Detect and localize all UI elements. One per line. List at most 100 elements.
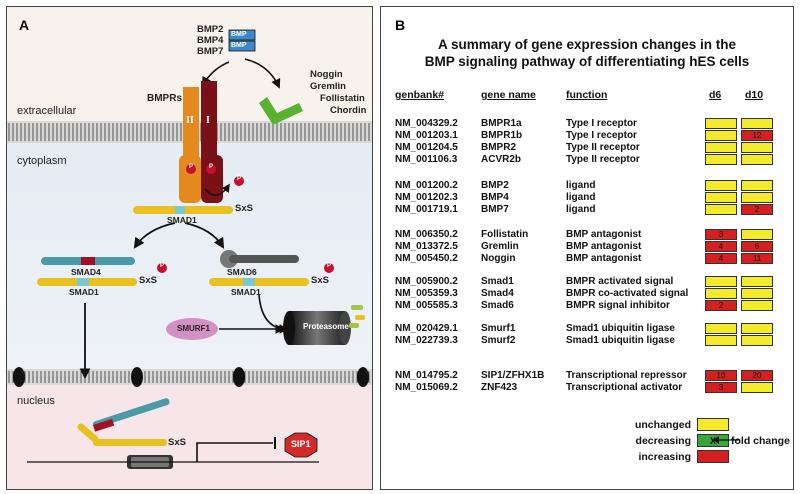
- d10-cell: [741, 229, 773, 240]
- smad1-label: SMAD1: [231, 287, 261, 297]
- header-function: function: [566, 89, 608, 101]
- extracellular-label: extracellular: [17, 105, 77, 117]
- d10-cell: [741, 142, 773, 153]
- gene-name-cell: BMPR2: [481, 142, 517, 153]
- genbank-cell: NM_014795.2: [395, 370, 458, 381]
- bmp-box-label: BMP: [231, 31, 247, 38]
- legend-increasing-swatch: [697, 450, 729, 463]
- legend-unchanged-swatch: [697, 418, 729, 431]
- function-cell: BMP antagonist: [566, 229, 642, 240]
- gene-name-cell: BMPR1a: [481, 118, 522, 129]
- smad1-label: SMAD1: [167, 215, 197, 225]
- d6-cell: 4: [705, 241, 737, 252]
- d10-cell: 12: [741, 130, 773, 141]
- cytoplasm-label: cytoplasm: [17, 155, 67, 167]
- legend-decreasing-label: decreasing: [635, 435, 691, 447]
- pathway-diagram-svg: [7, 7, 372, 489]
- smurf1-label: SMURF1: [177, 324, 210, 333]
- d6-cell: [705, 276, 737, 287]
- phosphorylation-arrow: [204, 183, 230, 196]
- genbank-cell: NM_001719.1: [395, 204, 458, 215]
- header-d10: d10: [745, 89, 764, 101]
- antagonist-label: Gremlin: [310, 81, 346, 92]
- legend-unchanged-label: unchanged: [634, 419, 691, 431]
- function-cell: BMPR signal inhibitor: [566, 300, 670, 311]
- phospho-circle: [157, 263, 167, 273]
- d6-cell: 3: [705, 382, 737, 393]
- function-cell: BMP antagonist: [566, 241, 642, 252]
- gene-name-cell: Gremlin: [481, 241, 519, 252]
- summary-title-line1: A summary of gene expression changes in …: [437, 37, 737, 52]
- function-cell: ligand: [566, 192, 596, 203]
- gene-name-cell: Noggin: [481, 253, 516, 264]
- gene-name-cell: Smad6: [481, 300, 514, 311]
- antagonist-shape: [259, 97, 303, 125]
- function-cell: BMPR co-activated signal: [566, 288, 689, 299]
- legend-increasing-label: increasing: [638, 451, 691, 463]
- gene-name-cell: BMP4: [481, 192, 509, 203]
- genbank-cell: NM_001200.2: [395, 180, 458, 191]
- sxs-label: SxS: [139, 275, 157, 286]
- genbank-cell: NM_015069.2: [395, 382, 458, 393]
- phospho-circle: [186, 164, 196, 174]
- sxs-label: SxS: [311, 275, 329, 286]
- d6-cell: [705, 204, 737, 215]
- d6-cell: 3: [705, 229, 737, 240]
- gene-name-cell: Smurf1: [481, 323, 516, 334]
- antagonist-label: Noggin: [310, 69, 343, 80]
- function-cell: Type I receptor: [566, 118, 637, 129]
- function-cell: ligand: [566, 204, 596, 215]
- genbank-cell: NM_020429.1: [395, 323, 458, 334]
- d6-cell: [705, 180, 737, 191]
- genbank-cell: NM_022739.3: [395, 335, 458, 346]
- d10-cell: [741, 192, 773, 203]
- gene-name-cell: BMP2: [481, 180, 509, 191]
- legend-fold-change-label: fold change: [731, 435, 790, 447]
- panel-b-letter: B: [395, 17, 406, 33]
- smad1-label: SMAD1: [69, 287, 99, 297]
- genbank-cell: NM_005359.3: [395, 288, 458, 299]
- genbank-cell: NM_005450.2: [395, 253, 458, 264]
- phospho-label: P: [160, 263, 165, 269]
- sip1-octagon: [284, 432, 318, 458]
- d10-cell: [741, 335, 773, 346]
- branch-left-arrow: [133, 222, 176, 249]
- d10-cell: 6: [741, 241, 773, 252]
- smad1-bar: [209, 278, 309, 286]
- gene-name-cell: SIP1/ZFHX1B: [481, 370, 545, 381]
- nuclear-membrane: [7, 367, 372, 387]
- summary-title-line2: BMP signaling pathway of differentiating…: [424, 54, 750, 69]
- d6-cell: [705, 154, 737, 165]
- nucleus-region: [7, 372, 372, 489]
- d6-cell: [705, 130, 737, 141]
- d10-cell: [741, 323, 773, 334]
- sxs-label: SxS: [168, 437, 186, 448]
- phospho-label: P: [327, 263, 332, 269]
- function-cell: ligand: [566, 180, 596, 191]
- receptor-i-label: I: [206, 115, 210, 126]
- panel-a-letter: A: [19, 17, 30, 33]
- branch-right-arrow: [184, 222, 225, 249]
- gene-name-cell: BMP7: [481, 204, 509, 215]
- d10-cell: [741, 154, 773, 165]
- d10-cell: [741, 276, 773, 287]
- smurf1-ellipse: [166, 318, 218, 340]
- antagonist-label: Follistatin: [320, 93, 365, 104]
- receptor-label: BMPRs: [147, 93, 183, 104]
- d6-cell: [705, 142, 737, 153]
- d6-cell: [705, 288, 737, 299]
- header-gene-name: gene name: [481, 89, 536, 101]
- function-cell: BMPR activated signal: [566, 276, 674, 287]
- d10-cell: [741, 300, 773, 311]
- d10-cell: [741, 288, 773, 299]
- gene-name-cell: Smad4: [481, 288, 514, 299]
- function-cell: Type II receptor: [566, 142, 640, 153]
- bmp-to-antagonist-arrow: [244, 58, 281, 89]
- d10-cell: [741, 118, 773, 129]
- nucleus-label: nucleus: [17, 395, 55, 407]
- function-cell: Smad1 ubiquitin ligase: [566, 323, 675, 334]
- bmp-box-label: BMP: [231, 42, 247, 49]
- d10-cell: 20: [741, 370, 773, 381]
- smad4-label: SMAD4: [71, 267, 101, 277]
- gene-name-cell: Follistatin: [481, 229, 529, 240]
